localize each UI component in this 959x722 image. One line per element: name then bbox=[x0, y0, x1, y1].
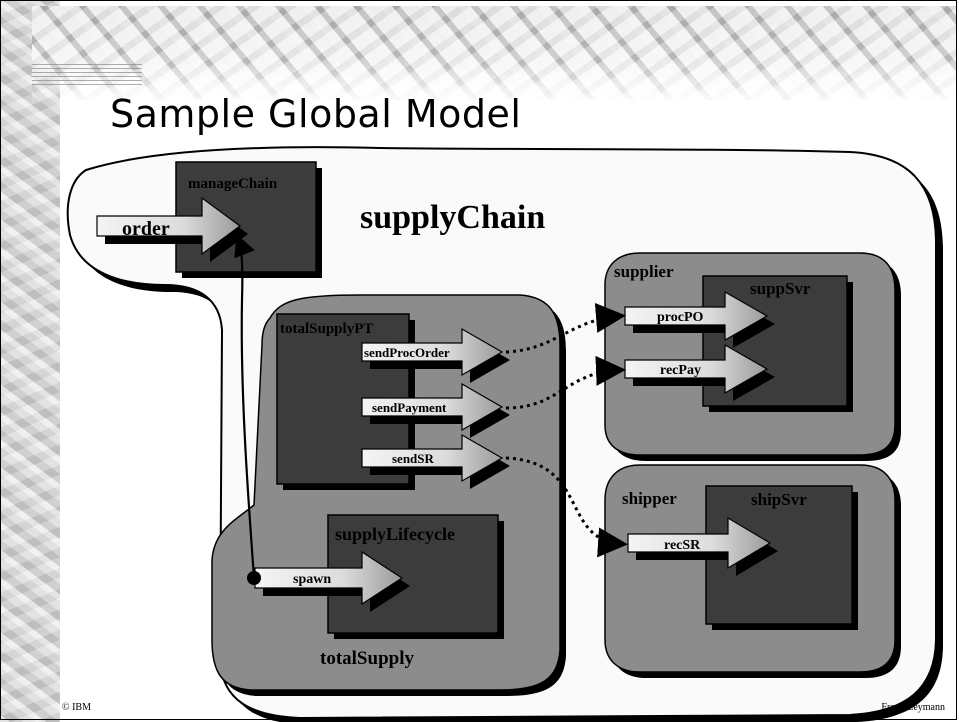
total-supply-label: totalSupply bbox=[320, 648, 414, 669]
send-proc-order-port-label: sendProcOrder bbox=[364, 345, 450, 360]
rec-pay-port-label: recPay bbox=[660, 363, 701, 378]
slide-title: Sample Global Model bbox=[110, 92, 522, 136]
send-sr-port-arrow bbox=[361, 433, 510, 489]
supp-svr-label: suppSvr bbox=[750, 279, 811, 298]
footer-copyright: © IBM bbox=[62, 702, 91, 713]
ship-svr-label: shipSvr bbox=[751, 490, 807, 509]
rec-sr-port-label: recSR bbox=[664, 538, 701, 553]
decorative-left-stripe bbox=[0, 0, 60, 722]
send-proc-order-port-arrow bbox=[361, 327, 510, 383]
spawn-port-label: spawn bbox=[293, 572, 331, 587]
shipper-label: shipper bbox=[622, 489, 677, 508]
supply-chain-label: supplyChain bbox=[360, 199, 545, 236]
proc-po-port-label: procPO bbox=[657, 310, 704, 325]
rec-sr-port-arrow bbox=[627, 516, 778, 576]
proc-order-link bbox=[505, 302, 626, 354]
send-payment-port-label: sendPayment bbox=[372, 400, 447, 415]
spawn-link bbox=[234, 233, 261, 585]
total-supply-pt-label: totalSupplyPT bbox=[280, 321, 373, 337]
sr-link bbox=[505, 456, 628, 558]
send-sr-port-label: sendSR bbox=[392, 451, 435, 466]
order-port-label: order bbox=[122, 218, 170, 240]
spawn-port-arrow bbox=[254, 550, 410, 612]
decorative-banner-lines bbox=[32, 64, 142, 86]
order-port-arrow bbox=[96, 196, 248, 262]
supplier-label: supplier bbox=[614, 262, 674, 281]
manage-chain-label: manageChain bbox=[188, 176, 278, 192]
payment-link bbox=[505, 355, 626, 410]
supply-lifecycle-label: supplyLifecycle bbox=[335, 524, 455, 544]
decorative-top-banner bbox=[32, 6, 956, 106]
proc-po-port-arrow bbox=[624, 290, 775, 348]
rec-pay-port-arrow bbox=[624, 343, 775, 401]
footer-author: Frank Leymann bbox=[881, 702, 945, 713]
send-payment-port-arrow bbox=[361, 382, 510, 438]
